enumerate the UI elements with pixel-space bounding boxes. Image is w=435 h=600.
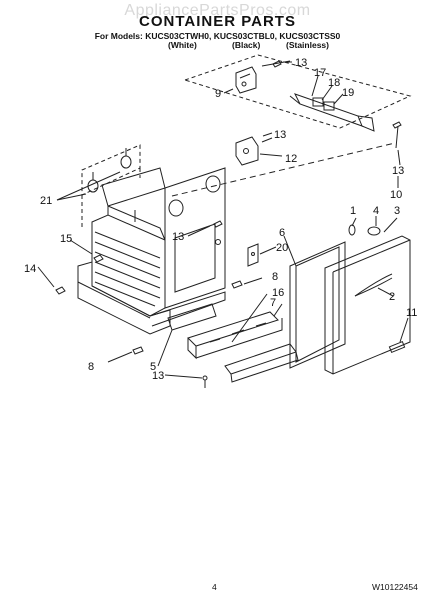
toe-kick-part-7: [224, 343, 299, 383]
callout-21: 21: [40, 195, 52, 207]
callout-leaders: [37, 61, 409, 379]
part-4-spacer: [367, 226, 381, 236]
callout-13-bracket: 13: [274, 129, 286, 141]
callout-11: 11: [406, 307, 417, 319]
bracket-part-9: [235, 60, 291, 94]
bracket-part-12: [235, 136, 273, 166]
screw-icons: [55, 60, 282, 388]
callout-2: 2: [389, 291, 395, 303]
hinge-assembly-17-18-19: [289, 93, 375, 132]
document-code: W10122454: [372, 582, 418, 592]
watermark: AppliancePartsPros.com: [124, 2, 311, 19]
callout-4: 4: [373, 205, 379, 217]
caster-group-outline: [81, 144, 141, 196]
callout-13-container: 13: [172, 231, 184, 243]
callout-16: 16: [272, 287, 284, 299]
page-number: 4: [212, 582, 217, 592]
callout-15: 15: [60, 233, 72, 245]
caster-part-21: [87, 148, 132, 193]
part-1-bushing: [348, 224, 356, 236]
variant-stainless: (Stainless): [286, 40, 329, 50]
callout-17: 17: [314, 67, 326, 79]
callout-20: 20: [276, 242, 288, 254]
door-part-3: [324, 235, 411, 375]
callout-13-bottom: 13: [152, 370, 164, 382]
callout-5: 5: [150, 361, 156, 373]
door-panel-part-6: [289, 241, 346, 369]
callout-8-lower: 8: [88, 361, 94, 373]
variant-black: (Black): [232, 40, 261, 50]
callout-19: 19: [342, 87, 354, 99]
models-line: For Models: KUCS03CTWH0, KUCS03CTBL0, KU…: [94, 31, 341, 41]
bracket-group-outline: [183, 54, 412, 129]
callout-labels: 1 2 3 4 5 6 7 8 8 9 10 11 12 13 13 13 13…: [24, 57, 417, 382]
callout-13-right: 13: [392, 165, 404, 177]
page-title: CONTAINER PARTS: [139, 13, 296, 30]
callout-9: 9: [215, 88, 221, 100]
callout-7: 7: [270, 297, 276, 309]
variant-white: (White): [168, 40, 197, 50]
callout-3: 3: [394, 205, 400, 217]
callout-12: 12: [285, 153, 297, 165]
callout-8-upper: 8: [272, 271, 278, 283]
container-body: [77, 167, 259, 335]
drawer-slide-16-7: [187, 311, 283, 360]
callout-14: 14: [24, 263, 36, 275]
callout-10: 10: [390, 189, 402, 201]
callout-13-top: 13: [295, 57, 307, 69]
callout-18: 18: [328, 77, 340, 89]
callout-6: 6: [279, 227, 285, 239]
callout-1: 1: [350, 205, 356, 217]
